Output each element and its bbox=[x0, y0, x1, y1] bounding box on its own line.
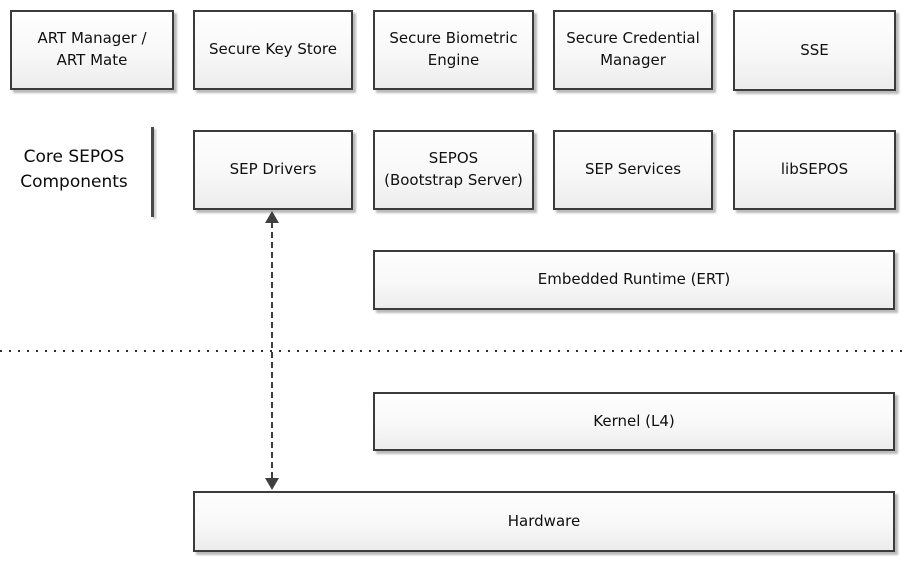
box-kernel-l4: Kernel (L4) bbox=[373, 392, 895, 451]
box-embedded-runtime-label: Embedded Runtime (ERT) bbox=[537, 270, 731, 289]
arrowhead-up-icon bbox=[265, 211, 279, 223]
box-sse: SSE bbox=[733, 10, 896, 91]
box-libsepos-label: libSEPOS bbox=[780, 160, 849, 179]
box-secure-biometric-engine-label: Secure Biometric Engine bbox=[389, 29, 518, 69]
dashed-double-arrow-line bbox=[271, 222, 273, 480]
core-sepos-bracket-line bbox=[151, 127, 154, 217]
box-secure-biometric-engine: Secure Biometric Engine bbox=[373, 10, 534, 90]
dotted-divider-line bbox=[0, 350, 906, 352]
box-secure-key-store-label: Secure Key Store bbox=[209, 40, 337, 59]
box-sep-services: SEP Services bbox=[553, 130, 713, 210]
box-sep-services-label: SEP Services bbox=[584, 160, 682, 179]
core-sepos-components-text: Core SEPOS Components bbox=[20, 147, 128, 192]
box-secure-credential-manager-label: Secure Credential Manager bbox=[566, 29, 700, 69]
box-kernel-l4-label: Kernel (L4) bbox=[593, 411, 675, 430]
arrowhead-down-icon bbox=[265, 478, 279, 490]
box-sep-drivers: SEP Drivers bbox=[193, 130, 353, 210]
box-sep-drivers-label: SEP Drivers bbox=[229, 160, 317, 179]
box-art-manager-label: ART Manager / ART Mate bbox=[37, 29, 147, 69]
box-sepos-bootstrap-server-label: SEPOS (Bootstrap Server) bbox=[384, 149, 523, 189]
box-sse-label: SSE bbox=[800, 40, 829, 59]
box-embedded-runtime: Embedded Runtime (ERT) bbox=[373, 250, 895, 310]
box-art-manager: ART Manager / ART Mate bbox=[10, 10, 174, 90]
core-sepos-components-label: Core SEPOS Components bbox=[0, 130, 148, 210]
box-hardware: Hardware bbox=[193, 491, 895, 552]
box-libsepos: libSEPOS bbox=[733, 130, 896, 210]
box-secure-credential-manager: Secure Credential Manager bbox=[553, 10, 713, 90]
box-secure-key-store: Secure Key Store bbox=[193, 10, 353, 90]
box-sepos-bootstrap-server: SEPOS (Bootstrap Server) bbox=[373, 130, 534, 210]
box-hardware-label: Hardware bbox=[507, 511, 581, 530]
